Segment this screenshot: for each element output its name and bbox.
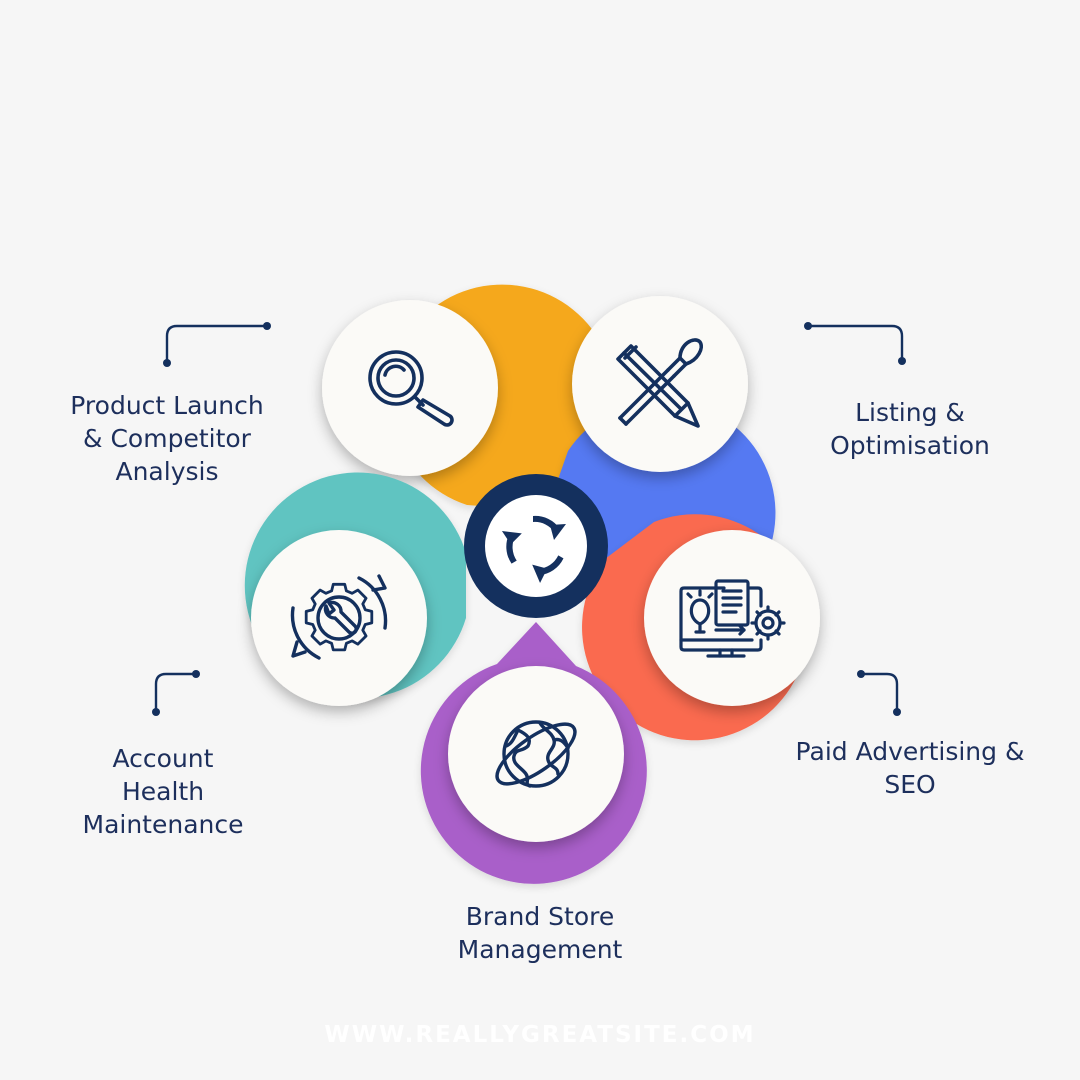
petal-account-health-inner: [251, 530, 427, 706]
connector-paid-advertising: [861, 672, 899, 712]
label-line: Product Launch: [70, 391, 264, 420]
connector-listing: [808, 324, 904, 361]
globe-orbit-icon: [495, 720, 577, 788]
label-line: & Competitor: [83, 424, 251, 453]
connector-dot: [192, 670, 200, 678]
monitor-idea-gear-icon: [679, 579, 786, 658]
connectors: [152, 322, 906, 716]
label-line: Account: [112, 744, 214, 773]
label-line: SEO: [884, 770, 936, 799]
label-line: Analysis: [115, 457, 219, 486]
label-line: Optimisation: [830, 431, 990, 460]
label-line: Maintenance: [82, 810, 244, 839]
connector-dot: [152, 708, 160, 716]
label-paid-advertising: Paid Advertising & SEO: [785, 735, 1035, 801]
petal-listing-inner: [572, 296, 748, 472]
connector-dot: [163, 359, 171, 367]
connector-dot: [263, 322, 271, 330]
label-line: Listing &: [855, 398, 965, 427]
connector-product-launch: [165, 324, 267, 362]
label-listing: Listing & Optimisation: [790, 396, 1030, 462]
label-product-launch: Product Launch & Competitor Analysis: [47, 389, 287, 488]
label-brand-store: Brand Store Management: [420, 900, 660, 966]
footer-website: WWW.REALLYGREATSITE.COM: [324, 1022, 756, 1048]
petal-account-health: [244, 472, 466, 706]
connector-dot: [857, 670, 865, 678]
center-hub: [464, 474, 608, 618]
pencil-brush-crossed-icon: [616, 338, 703, 428]
connector-dot: [804, 322, 812, 330]
magnifying-glass-icon: [368, 350, 454, 427]
label-line: Management: [457, 935, 623, 964]
label-line: Paid Advertising &: [795, 737, 1025, 766]
center-hub-inner: [485, 495, 587, 597]
petal-brand-store-inner: [448, 666, 624, 842]
label-line: Brand Store: [465, 902, 615, 931]
petal-product-launch: [322, 284, 616, 509]
connector-dot: [898, 357, 906, 365]
gear-wrench-cycle-icon: [290, 574, 388, 660]
petal-brand-store: [420, 622, 647, 884]
petal-paid-advertising-inner: [644, 530, 820, 706]
label-account-health: Account Health Maintenance: [43, 742, 283, 841]
refresh-cycle-icon: [501, 515, 566, 583]
connector-account-health: [154, 672, 196, 712]
label-line: Health: [121, 777, 205, 806]
petal-paid-advertising: [582, 514, 820, 741]
connector-dot: [893, 708, 901, 716]
